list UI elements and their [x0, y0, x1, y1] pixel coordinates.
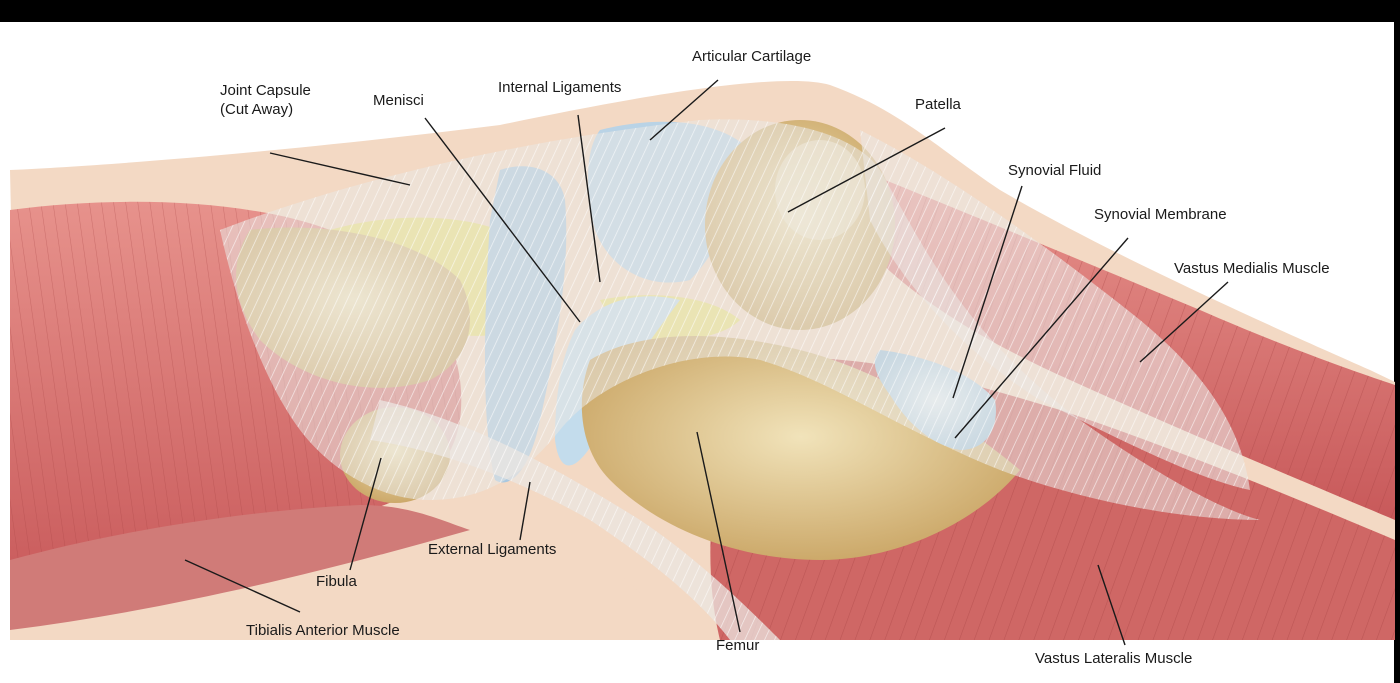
label-internal-ligaments: Internal Ligaments — [498, 78, 621, 97]
label-joint-capsule-line1: Joint Capsule — [220, 81, 311, 100]
label-joint-capsule-line2: (Cut Away) — [220, 100, 311, 119]
label-external-ligaments: External Ligaments — [428, 540, 556, 559]
label-vastus-medialis: Vastus Medialis Muscle — [1174, 259, 1330, 278]
label-patella: Patella — [915, 95, 961, 114]
label-synovial-membrane: Synovial Membrane — [1094, 205, 1227, 224]
label-tibialis-anterior: Tibialis Anterior Muscle — [246, 621, 400, 640]
label-vastus-lateralis: Vastus Lateralis Muscle — [1035, 649, 1192, 668]
label-synovial-fluid: Synovial Fluid — [1008, 161, 1101, 180]
label-menisci: Menisci — [373, 91, 424, 110]
label-fibula: Fibula — [316, 572, 357, 591]
label-femur: Femur — [716, 636, 759, 655]
label-articular-cartilage: Articular Cartilage — [692, 47, 811, 66]
label-joint-capsule: Joint Capsule (Cut Away) — [220, 81, 311, 119]
